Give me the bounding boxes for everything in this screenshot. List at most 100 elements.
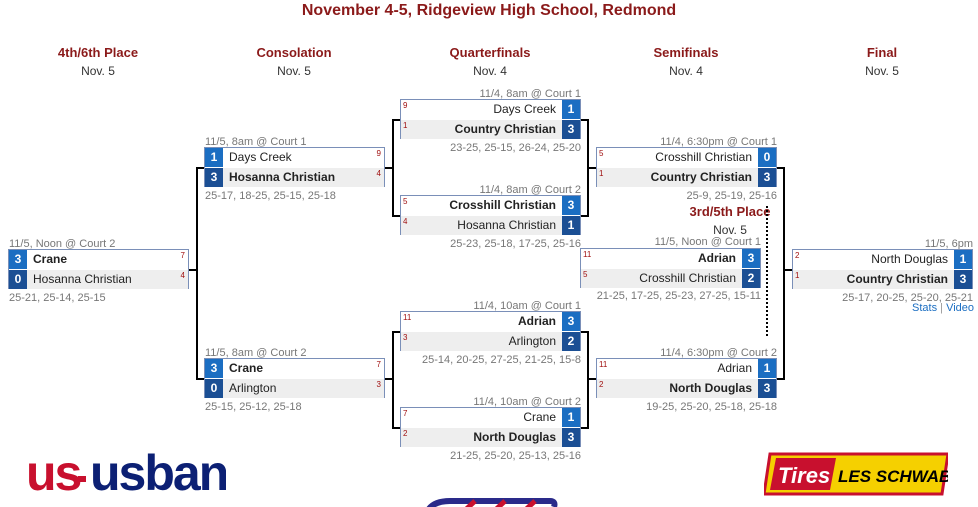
- round-date: Nov. 4: [669, 64, 703, 78]
- video-link[interactable]: Video: [946, 302, 974, 314]
- bracket-line: [392, 119, 400, 121]
- match-p3[interactable]: 11 Adrian 3 5 Crosshill Christian 2: [580, 248, 761, 288]
- bracket-line: [196, 167, 198, 380]
- les-schwab-logo-graphic: Tires LES SCHWAB: [762, 452, 951, 496]
- match-qf1[interactable]: 9 Days Creek 1 1 Country Christian 3: [400, 99, 581, 139]
- team-row[interactable]: 5 Crosshill Christian 2: [581, 269, 760, 288]
- team-score: 3: [9, 250, 27, 269]
- team-seed: 4: [403, 217, 408, 226]
- team-seed: 9: [376, 149, 381, 158]
- team-seed: 7: [403, 409, 408, 418]
- team-seed: 11: [599, 360, 608, 369]
- team-row[interactable]: 3 Crane 7: [9, 250, 188, 269]
- round-name: 4th/6th Place: [57, 45, 139, 60]
- team-row[interactable]: 1 Days Creek 9: [205, 148, 384, 167]
- bracket-line: [189, 269, 197, 271]
- team-row[interactable]: 2 North Douglas 3: [401, 428, 580, 447]
- team-name: Days Creek: [493, 102, 556, 116]
- match-scores: 21-25, 25-20, 25-13, 25-16: [450, 450, 581, 462]
- team-score: 3: [742, 249, 760, 268]
- team-row[interactable]: 3 Hosanna Christian 4: [205, 168, 384, 187]
- team-name: Adrian: [517, 314, 556, 328]
- bracket-line: [587, 167, 596, 169]
- team-row[interactable]: 11 Adrian 3: [581, 249, 760, 268]
- team-row[interactable]: 1 Country Christian 3: [793, 270, 972, 289]
- link-separator: |: [940, 302, 943, 314]
- team-score: 0: [205, 379, 223, 398]
- match-s1[interactable]: 5 Crosshill Christian 0 1 Country Christ…: [596, 147, 777, 187]
- bracket-line: [392, 427, 400, 429]
- match-scores: 25-15, 25-12, 25-18: [205, 401, 302, 413]
- match-final[interactable]: 2 North Douglas 1 1 Country Christian 3: [792, 249, 973, 289]
- match-qf3[interactable]: 11 Adrian 3 3 Arlington 2: [400, 311, 581, 351]
- bracket-line: [392, 119, 394, 217]
- bracket-line: [777, 167, 785, 169]
- team-name: Adrian: [717, 361, 752, 375]
- team-row[interactable]: 2 North Douglas 3: [597, 379, 776, 398]
- bracket-line: [587, 331, 589, 429]
- team-row[interactable]: 11 Adrian 1: [597, 359, 776, 378]
- match-info: 11/4, 10am @ Court 1: [473, 300, 581, 312]
- team-row[interactable]: 9 Days Creek 1: [401, 100, 580, 119]
- bracket-line: [385, 378, 393, 380]
- match-p4[interactable]: 3 Crane 7 0 Hosanna Christian 4: [8, 249, 189, 289]
- team-seed: 5: [583, 270, 588, 279]
- match-info: 11/4, 6:30pm @ Court 1: [660, 136, 777, 148]
- team-seed: 7: [376, 360, 381, 369]
- match-scores: 21-25, 17-25, 25-23, 27-25, 15-11: [596, 290, 761, 302]
- match-c1[interactable]: 1 Days Creek 9 3 Hosanna Christian 4: [204, 147, 385, 187]
- match-scores: 25-9, 25-19, 25-16: [686, 190, 777, 202]
- team-seed: 1: [403, 121, 408, 130]
- team-name: Country Christian: [650, 170, 752, 184]
- svg-text:us: us: [26, 446, 81, 498]
- team-seed: 3: [403, 333, 408, 342]
- usbank-logo-text: usbank: [90, 446, 226, 498]
- team-seed: 7: [180, 251, 185, 260]
- team-score: 3: [562, 312, 580, 331]
- bracket-line: [392, 331, 400, 333]
- team-row[interactable]: 1 Country Christian 3: [597, 168, 776, 187]
- team-row[interactable]: 2 North Douglas 1: [793, 250, 972, 269]
- bracket-line: [392, 215, 400, 217]
- team-seed: 11: [403, 313, 412, 322]
- team-row[interactable]: 0 Hosanna Christian 4: [9, 270, 188, 289]
- team-row[interactable]: 4 Hosanna Christian 1: [401, 216, 580, 235]
- team-row[interactable]: 5 Crosshill Christian 3: [401, 196, 580, 215]
- team-row[interactable]: 1 Country Christian 3: [401, 120, 580, 139]
- round-name: Semifinals: [653, 45, 719, 60]
- page-title: November 4-5, Ridgeview High School, Red…: [301, 2, 677, 19]
- match-s2[interactable]: 11 Adrian 1 2 North Douglas 3: [596, 358, 777, 398]
- match-qf4[interactable]: 7 Crane 1 2 North Douglas 3: [400, 407, 581, 447]
- team-name: Country Christian: [846, 272, 948, 286]
- team-row[interactable]: 5 Crosshill Christian 0: [597, 148, 776, 167]
- third-place-name: 3rd/5th Place: [689, 204, 771, 219]
- team-score: 3: [562, 120, 580, 139]
- match-c2[interactable]: 3 Crane 7 0 Arlington 3: [204, 358, 385, 398]
- team-name: Country Christian: [454, 122, 556, 136]
- team-row[interactable]: 3 Crane 7: [205, 359, 384, 378]
- stats-link[interactable]: Stats: [912, 302, 938, 314]
- les-schwab-name-text: LES SCHWAB: [838, 467, 948, 486]
- team-name: North Douglas: [473, 430, 556, 444]
- team-name: Hosanna Christian: [229, 170, 336, 184]
- round-header-consolation: Consolation Nov. 5: [214, 45, 374, 78]
- bracket-line: [385, 167, 393, 169]
- match-info: 11/4, 10am @ Court 2: [473, 396, 581, 408]
- team-seed: 5: [599, 149, 604, 158]
- team-score: 2: [742, 269, 760, 288]
- team-row[interactable]: 7 Crane 1: [401, 408, 580, 427]
- team-name: Days Creek: [229, 150, 292, 164]
- team-score: 1: [562, 408, 580, 427]
- bracket-line: [581, 427, 589, 429]
- team-name: Hosanna Christian: [457, 218, 556, 232]
- round-header-4th-6th: 4th/6th Place Nov. 5: [18, 45, 178, 78]
- bracket-line: [783, 269, 792, 271]
- team-seed: 11: [583, 250, 592, 259]
- team-seed: 5: [403, 197, 408, 206]
- team-row[interactable]: 11 Adrian 3: [401, 312, 580, 331]
- team-row[interactable]: 0 Arlington 3: [205, 379, 384, 398]
- match-info: 11/5, Noon @ Court 2: [9, 238, 116, 250]
- third-place-date: Nov. 5: [713, 223, 747, 237]
- team-row[interactable]: 3 Arlington 2: [401, 332, 580, 351]
- match-qf2[interactable]: 5 Crosshill Christian 3 4 Hosanna Christ…: [400, 195, 581, 235]
